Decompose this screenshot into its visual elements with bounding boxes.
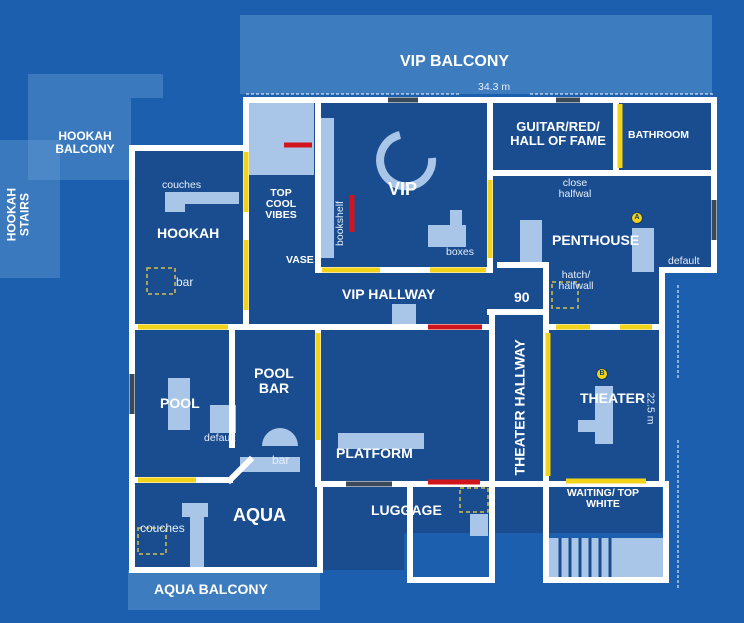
room-vip-hallway-label: VIP HALLWAY <box>342 286 436 302</box>
room-aqua-label: AQUA <box>233 505 286 525</box>
room-theater-hallway-label: THEATER HALLWAY <box>511 339 528 476</box>
hookah-balcony-label: HOOKAH BALCONY <box>55 129 115 156</box>
scale-lines <box>246 93 714 590</box>
furniture <box>165 103 654 567</box>
room-luggage-label: LUGGAGE <box>371 502 442 518</box>
vip-round-couch <box>376 131 437 191</box>
couches-aqua-callout: couches <box>140 521 185 535</box>
hookah-stairs-label: HOOKAH STAIRS <box>4 187 31 242</box>
hatches <box>137 267 579 555</box>
room-hookah-label: HOOKAH <box>157 225 220 241</box>
couches-callout: couches <box>162 179 202 191</box>
waiting-stair-steps <box>558 538 612 580</box>
hatch-halfwall-callout: hatch/ halfwall <box>558 269 594 293</box>
bookshelf-callout: bookshelf <box>333 201 346 246</box>
stairs <box>250 128 314 172</box>
room-pool-label: POOL <box>160 395 200 411</box>
aqua-balcony-label: AQUA BALCONY <box>154 581 268 597</box>
bar-hookah-callout: bar <box>176 275 194 289</box>
room-vip-label: VIP <box>388 179 418 199</box>
doors <box>284 142 482 485</box>
room-platform-label: PLATFORM <box>336 445 413 461</box>
ninety-callout: 90 <box>514 289 530 305</box>
room-top-cool-vibes-label: TOP COOL VIBES <box>265 187 297 222</box>
vip-balcony-label: VIP BALCONY <box>400 53 510 70</box>
default-penthouse-callout: default <box>668 255 700 267</box>
aqua-balcony-area <box>128 570 320 610</box>
blocked-openings <box>129 97 717 487</box>
default-pool-callout: default <box>204 432 236 444</box>
room-guitar-label: GUITAR/RED/ HALL OF FAME <box>510 119 606 148</box>
scale-width-label: 34.3 m <box>478 81 511 93</box>
windows <box>138 104 652 484</box>
room-waiting-label: WAITING/ TOP WHITE <box>566 487 640 511</box>
site-a-marker: A <box>631 212 643 224</box>
site-b-marker: B <box>596 368 608 380</box>
scale-height-label: 22.5 m <box>644 392 657 425</box>
room-theater-label: THEATER <box>580 390 646 406</box>
vip-balcony-area <box>240 15 712 94</box>
room-bathroom-label: BATHROOM <box>628 129 690 141</box>
hookah-stairs-area <box>0 140 60 278</box>
room-penthouse-label: PENTHOUSE <box>552 232 640 248</box>
bar-aqua-callout: bar <box>272 453 290 467</box>
vase-callout: VASE <box>286 254 314 266</box>
boxes-callout: boxes <box>446 246 475 258</box>
close-halfwall-callout: close halfwal <box>558 177 592 201</box>
room-pool-bar-label: POOL BAR <box>254 365 294 396</box>
waiting-stairs <box>548 538 666 580</box>
